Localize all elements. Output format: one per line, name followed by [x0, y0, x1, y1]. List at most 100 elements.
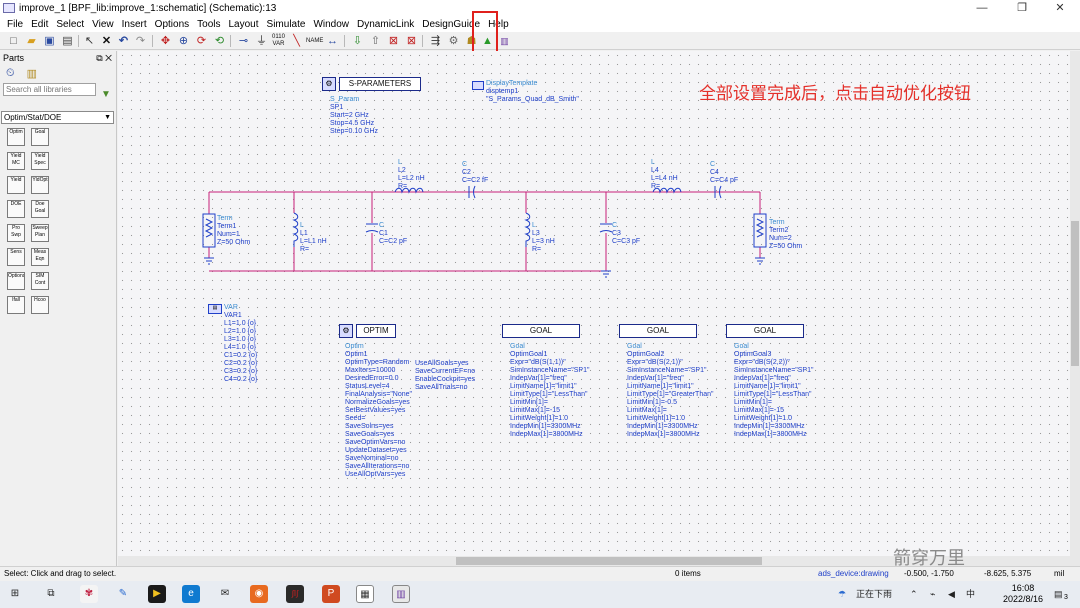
menu-insert[interactable]: Insert: [121, 18, 147, 30]
tune-icon[interactable]: ⇶: [430, 35, 441, 47]
short-icon[interactable]: ⊠: [406, 35, 417, 47]
palette-yldopt[interactable]: YldOpt: [31, 176, 49, 194]
zoom-in-icon[interactable]: ⊕: [178, 35, 189, 47]
menu-options[interactable]: Options: [154, 18, 190, 30]
app-icon-3[interactable]: ▦: [356, 585, 374, 603]
vertical-scrollbar[interactable]: [1070, 51, 1080, 566]
palette-optim[interactable]: Optim: [7, 128, 25, 146]
sparam-block-title[interactable]: S-PARAMETERS: [339, 77, 421, 91]
task-view-icon[interactable]: ⧉: [47, 588, 55, 599]
goal2-block-title[interactable]: GOAL: [619, 324, 697, 338]
app-icon-4[interactable]: ▥: [392, 585, 410, 603]
menu-file[interactable]: File: [7, 18, 24, 30]
delete-icon[interactable]: ✕: [101, 35, 112, 47]
undo-icon[interactable]: ↶: [118, 35, 129, 47]
port-icon[interactable]: ⊸: [238, 35, 249, 47]
optim-block-title[interactable]: OPTIM: [356, 324, 396, 338]
menu-dynamiclink[interactable]: DynamicLink: [357, 18, 415, 30]
move-icon[interactable]: ✥: [160, 35, 171, 47]
schematic-canvas[interactable]: ⚙ S-PARAMETERS S_Param SP1 Start=2 GHz S…: [118, 51, 1080, 566]
goal1-block-title[interactable]: GOAL: [502, 324, 580, 338]
palette-pro-swp[interactable]: Pro Swp: [7, 224, 25, 242]
var-block-icon[interactable]: ▤: [208, 304, 222, 314]
mirror-icon[interactable]: ⟲: [214, 35, 225, 47]
data-display-icon[interactable]: ▥: [500, 36, 509, 46]
firefox-icon[interactable]: ◉: [250, 585, 268, 603]
input-method-icon[interactable]: 中: [966, 589, 976, 599]
open-icon[interactable]: ▰: [27, 35, 36, 47]
close-button[interactable]: ✕: [1055, 2, 1065, 14]
weather-text[interactable]: 正在下雨: [856, 589, 893, 599]
palette-options[interactable]: Options: [7, 272, 25, 290]
app-icon-2[interactable]: ✎: [118, 588, 128, 599]
parts-search-input[interactable]: Search all libraries: [3, 83, 96, 96]
redo-icon[interactable]: ↷: [135, 35, 146, 47]
menu-select[interactable]: Select: [56, 18, 85, 30]
name-icon[interactable]: NAME: [306, 38, 324, 44]
pointer-icon[interactable]: ↖: [84, 35, 95, 47]
history-icon[interactable]: ⏲: [6, 66, 15, 79]
panel-float-close-icons[interactable]: ⧉ ✕: [96, 53, 112, 63]
network-icon[interactable]: ⌁: [930, 589, 936, 599]
weather-icon[interactable]: ☂: [838, 589, 847, 599]
menu-view[interactable]: View: [92, 18, 114, 30]
media-icon[interactable]: ▶: [148, 585, 166, 603]
palette-ifall[interactable]: Ifall: [7, 296, 25, 314]
start-icon[interactable]: ⊞: [10, 588, 20, 599]
save-icon[interactable]: ▣: [44, 35, 55, 47]
minimize-button[interactable]: —: [976, 2, 988, 14]
palette-sweep-plan[interactable]: Sweep Plan: [31, 224, 49, 242]
palette-sim-cont[interactable]: SIM Cont: [31, 272, 49, 290]
pop-out-icon[interactable]: ⇧: [370, 35, 381, 47]
palette-yield-spec[interactable]: Yield Spec: [31, 152, 49, 170]
rotate-icon[interactable]: ⟳: [196, 35, 207, 47]
vertical-scroll-thumb[interactable]: [1071, 221, 1079, 366]
wire-icon[interactable]: ╲: [293, 35, 300, 47]
optim-block-icon[interactable]: ⚙: [339, 324, 353, 338]
display-template-icon[interactable]: [472, 81, 484, 90]
menu-tools[interactable]: Tools: [197, 18, 221, 30]
tray-chevron-icon[interactable]: ⌃: [910, 589, 918, 599]
edge-icon[interactable]: e: [182, 585, 200, 603]
ads-icon[interactable]: ∫I∫: [286, 585, 304, 603]
palette-hcoo[interactable]: Hcoo: [31, 296, 49, 314]
volume-icon[interactable]: ◀: [948, 589, 955, 599]
menu-edit[interactable]: Edit: [31, 18, 49, 30]
palette-sens[interactable]: Sens: [7, 248, 25, 266]
menu-help[interactable]: Help: [488, 18, 509, 30]
ground-icon[interactable]: ⏚: [256, 35, 267, 47]
optimize-icon[interactable]: ▲: [482, 35, 493, 47]
menu-window[interactable]: Window: [313, 18, 350, 30]
goal3-block-title[interactable]: GOAL: [726, 324, 804, 338]
palette-dropdown[interactable]: Optim/Stat/DOE ▼: [1, 111, 114, 124]
sparam-block-icon[interactable]: ⚙: [322, 77, 336, 91]
filter-icon[interactable]: ▼: [101, 89, 111, 100]
pin-icon[interactable]: ↔: [327, 35, 338, 47]
palette-yield[interactable]: Yield: [7, 176, 25, 194]
gear-icon[interactable]: ⚙: [448, 35, 459, 47]
notification-icon[interactable]: ▤: [1054, 589, 1063, 599]
mail-icon[interactable]: ✉: [220, 588, 230, 599]
app-icon-1[interactable]: ✾: [80, 585, 98, 603]
palette-meas-eqn[interactable]: Meas Eqn: [31, 248, 49, 266]
powerpoint-icon[interactable]: P: [322, 585, 340, 603]
horizontal-scroll-thumb[interactable]: [456, 557, 762, 565]
library-icon[interactable]: ▥: [26, 67, 37, 80]
deactivate-icon[interactable]: ⊠: [388, 35, 399, 47]
push-into-icon[interactable]: ⇩: [352, 35, 363, 47]
palette-goal[interactable]: Goal: [31, 128, 49, 146]
print-icon[interactable]: ▤: [62, 35, 73, 47]
maximize-button[interactable]: ❐: [1017, 2, 1027, 14]
new-icon[interactable]: □: [10, 35, 17, 47]
palette-yield-mc[interactable]: Yield MC: [7, 152, 25, 170]
menu-layout[interactable]: Layout: [228, 18, 259, 30]
menu-simulate[interactable]: Simulate: [266, 18, 306, 30]
simulate-icon[interactable]: ☗: [466, 35, 477, 47]
palette-doe-goal[interactable]: Doe Goal: [31, 200, 49, 218]
horizontal-scrollbar[interactable]: [118, 556, 1070, 566]
palette-doe[interactable]: DOE: [7, 200, 25, 218]
status-layer[interactable]: ads_device:drawing: [818, 569, 889, 578]
menu-designguide[interactable]: DesignGuide: [422, 18, 481, 30]
